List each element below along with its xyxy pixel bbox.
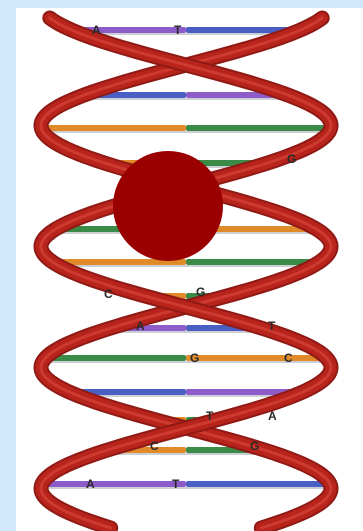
base-label-rung-4-right: G <box>287 152 296 166</box>
base-label-rung-10-left: G <box>190 351 199 365</box>
base-label-rung-11-left: T <box>206 409 214 423</box>
base-label-rung-11-right: A <box>268 409 277 423</box>
base-label-rung-1-right: T <box>174 23 182 37</box>
red-circle-marker <box>113 151 223 261</box>
base-pair-right-15 <box>186 481 324 487</box>
base-label-rung-12-right: G <box>250 439 259 453</box>
base-pair-shadow-1 <box>78 33 295 35</box>
base-pair-shadow-11 <box>51 361 320 363</box>
base-pair-left-4 <box>47 125 186 131</box>
base-label-rung-12-left: C <box>150 439 159 453</box>
base-pair-shadow-4 <box>47 131 324 133</box>
base-label-rung-13-right: T <box>172 477 180 491</box>
base-pair-shadow-14 <box>114 453 259 455</box>
base-pair-left-11 <box>51 355 186 361</box>
base-pair-shadow-8 <box>59 265 314 267</box>
base-pair-right-11 <box>186 355 321 361</box>
base-pair-shadow-12 <box>75 395 296 397</box>
base-label-rung-9-left: A <box>136 319 145 333</box>
base-pair-left-15 <box>48 481 186 487</box>
base-label-rung-8-left: C <box>104 287 113 301</box>
base-label-rung-8-right: G <box>196 285 205 299</box>
base-label-rung-10-right: C <box>284 351 293 365</box>
base-label-rung-9-right: T <box>268 319 276 333</box>
base-pair-shadow-3 <box>90 98 282 100</box>
base-pair-right-4 <box>186 125 325 131</box>
base-label-rung-13-left: A <box>86 477 95 491</box>
base-pair-right-8 <box>186 259 313 265</box>
base-label-rung-1-left: A <box>92 23 101 37</box>
